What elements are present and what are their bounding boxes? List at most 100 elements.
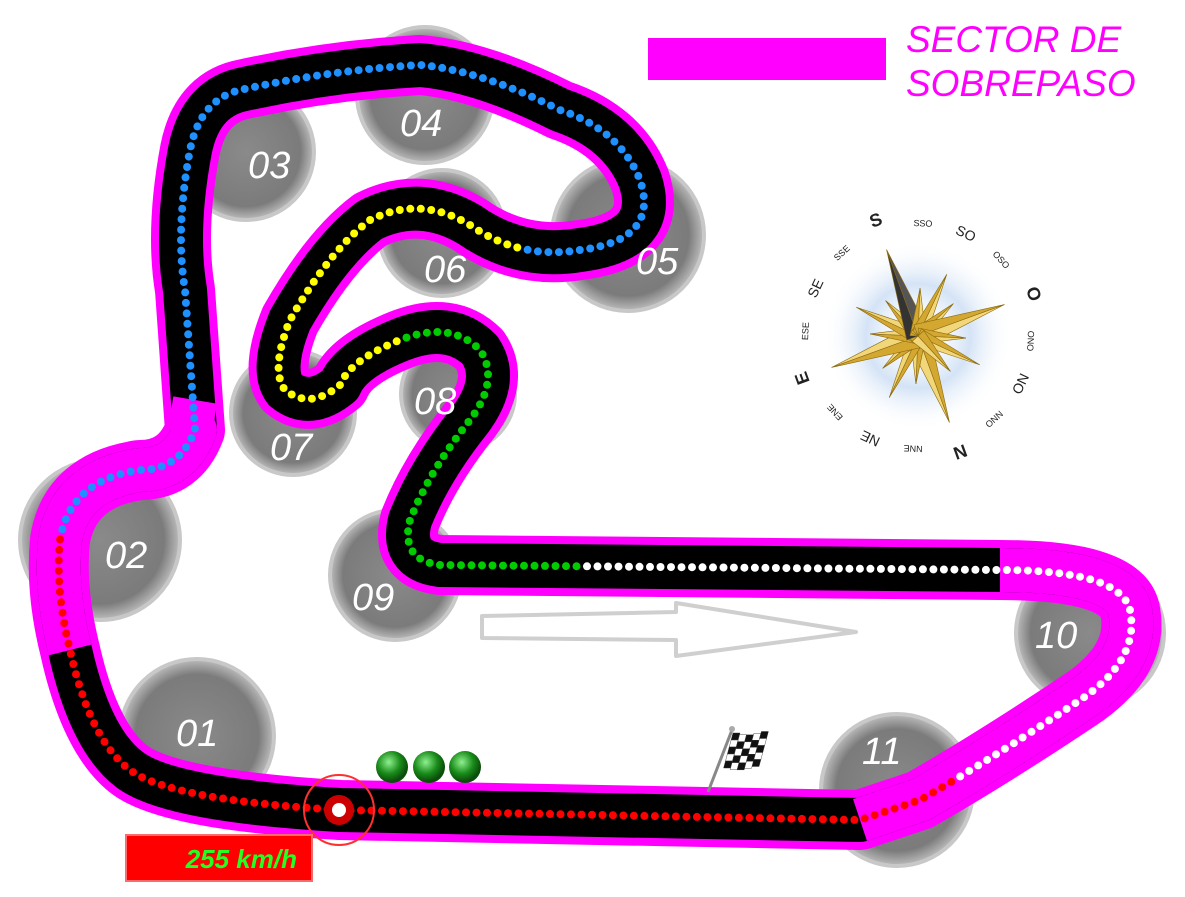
sector-dot xyxy=(414,497,422,506)
compass-label: SO xyxy=(953,222,978,245)
sector-dot xyxy=(1009,739,1018,748)
compass-label: S xyxy=(867,209,885,232)
direction-arrow-icon xyxy=(480,601,858,658)
sector-dot xyxy=(703,813,712,822)
sector-dot xyxy=(971,565,980,574)
sector-dot xyxy=(939,565,948,574)
sector-dot xyxy=(175,451,184,460)
sector-dot xyxy=(992,566,1001,574)
sector-dot xyxy=(1018,733,1027,742)
legend-line-2: SOBREPASO xyxy=(906,63,1136,104)
sector-dot xyxy=(335,244,344,253)
sector-dot xyxy=(483,808,491,817)
sector-dot xyxy=(418,488,427,497)
compass-label: NNO xyxy=(983,409,1005,430)
sector-dot xyxy=(1076,572,1084,581)
sector-dot xyxy=(280,333,288,341)
sector-dot xyxy=(474,226,483,235)
sector-dot xyxy=(157,780,166,789)
sector-dot xyxy=(632,221,641,230)
sector-dot xyxy=(839,815,848,824)
sector-dot xyxy=(965,766,974,775)
sector-dot xyxy=(113,754,122,763)
sector-dot xyxy=(208,792,217,801)
sector-dot xyxy=(488,77,497,86)
sector-dot xyxy=(220,91,229,100)
sector-dot xyxy=(198,791,207,799)
sector-dot xyxy=(960,565,969,574)
speed-readout: 255 km/h xyxy=(125,834,313,882)
sector-dot xyxy=(824,564,833,573)
sector-dot xyxy=(402,333,411,342)
sector-dot xyxy=(416,554,425,563)
sector-dot xyxy=(610,137,619,146)
sector-dot xyxy=(116,470,125,479)
sector-dot xyxy=(433,328,442,336)
sector-dot xyxy=(508,84,517,93)
sector-dot xyxy=(193,122,202,131)
sector-dot xyxy=(478,350,487,359)
sector-dot xyxy=(56,535,65,544)
sector-dot xyxy=(327,387,336,396)
sector-dot xyxy=(322,260,331,269)
sector-dot xyxy=(427,206,436,214)
sector-dot xyxy=(184,152,193,161)
sector-dot xyxy=(1096,680,1105,689)
sector-dot xyxy=(182,443,190,452)
sector-dot xyxy=(81,700,90,709)
sector-dot xyxy=(61,515,70,524)
compass-label: ENE xyxy=(825,402,845,422)
sector-dot xyxy=(813,564,822,573)
sector-dot xyxy=(355,357,364,366)
turn-label-09: 09 xyxy=(352,577,394,619)
sector-dot xyxy=(602,130,611,139)
sector-dot xyxy=(385,208,394,217)
sector-dot xyxy=(910,797,919,806)
sector-dot xyxy=(388,807,397,815)
sector-dot xyxy=(181,298,190,307)
sector-dot xyxy=(69,660,78,668)
sector-dot xyxy=(341,372,349,380)
sector-dot xyxy=(229,796,238,805)
sector-dot xyxy=(182,309,191,318)
sector-dot xyxy=(682,812,691,821)
sector-dot xyxy=(357,222,366,231)
sector-dot xyxy=(504,809,512,818)
sector-dot xyxy=(845,564,854,573)
sector-dot xyxy=(667,563,675,572)
sector-dot xyxy=(375,211,384,220)
sector-dot xyxy=(766,814,775,823)
sector-dot xyxy=(399,807,407,816)
sector-dot xyxy=(594,124,603,133)
sector-dot xyxy=(1126,605,1134,614)
sector-dot xyxy=(181,173,190,182)
sector-dot xyxy=(634,171,643,180)
sector-dot xyxy=(446,561,455,570)
sector-dot xyxy=(185,351,194,360)
sector-dot xyxy=(72,497,81,506)
sector-dot xyxy=(1105,583,1114,591)
sector-dot xyxy=(251,82,259,91)
sector-dot xyxy=(179,194,188,203)
sector-dot xyxy=(96,477,105,486)
sector-dot xyxy=(54,556,63,565)
sector-dot xyxy=(897,565,906,574)
sector-dot xyxy=(541,561,549,570)
sector-dot xyxy=(187,434,196,443)
sector-dot xyxy=(503,240,512,249)
sector-dot xyxy=(585,118,594,127)
sector-dot xyxy=(184,340,193,349)
sector-dot xyxy=(860,814,869,823)
sector-dot xyxy=(75,680,83,689)
sector-dot xyxy=(189,403,198,412)
sector-dot xyxy=(1086,575,1095,584)
sector-dot xyxy=(72,670,80,679)
compass-label: NNE xyxy=(903,443,922,454)
sector-dot xyxy=(177,225,186,234)
sector-dot xyxy=(281,76,290,85)
turn-label-01: 01 xyxy=(176,713,218,755)
sector-dot xyxy=(787,814,796,823)
sector-dot xyxy=(887,565,896,573)
sector-dot xyxy=(307,394,316,403)
